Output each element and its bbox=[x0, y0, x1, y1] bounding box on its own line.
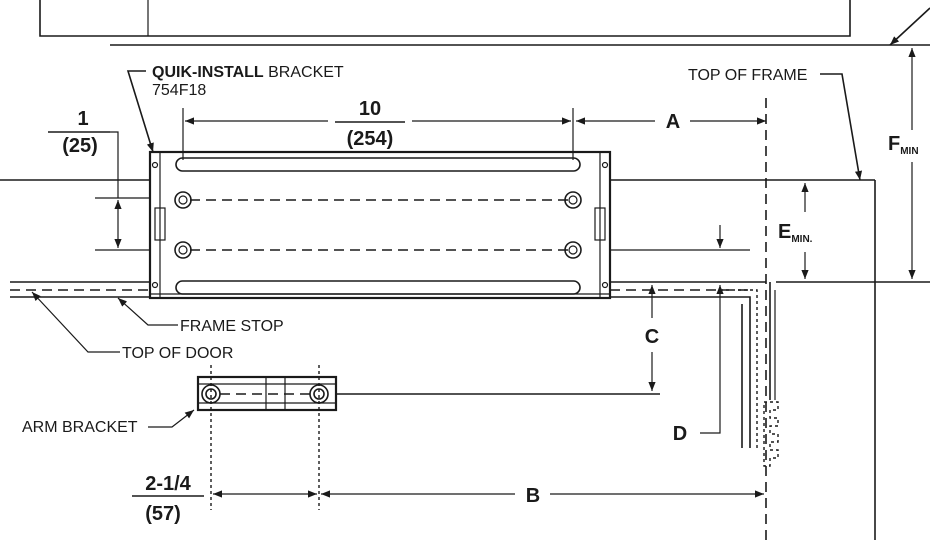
frame-stop-leader bbox=[117, 297, 178, 326]
mounting-hole-inner bbox=[568, 245, 578, 255]
note-box bbox=[39, 0, 851, 37]
bracket-plate bbox=[148, 150, 612, 300]
bracket-rivet bbox=[151, 281, 159, 289]
dim-f-subscript: MIN bbox=[900, 146, 918, 157]
dim-1-mm: (25) bbox=[62, 135, 98, 157]
bracket-label: QUIK-INSTALL BRACKET bbox=[152, 64, 344, 81]
arm-bracket-body bbox=[196, 375, 338, 412]
dim-2-mm: (57) bbox=[145, 503, 181, 525]
dim-10-inch: 10 bbox=[359, 98, 381, 120]
dim-b-label: B bbox=[526, 485, 540, 507]
bracket-slot-bottom bbox=[175, 280, 581, 295]
bracket-rivet bbox=[151, 161, 159, 169]
arm-bracket bbox=[196, 375, 338, 412]
top-of-door-leader bbox=[31, 291, 120, 353]
dim-f-letter: F bbox=[888, 133, 900, 155]
top-of-door-label: TOP OF DOOR bbox=[122, 345, 233, 362]
mounting-hole bbox=[174, 191, 192, 209]
top-right-leader bbox=[889, 7, 930, 46]
mounting-hole bbox=[564, 241, 582, 259]
bracket-rivet bbox=[601, 281, 609, 289]
dim-e-subscript: MIN. bbox=[791, 234, 812, 245]
mounting-hole bbox=[564, 191, 582, 209]
dim-10-mm: (254) bbox=[347, 128, 394, 150]
mounting-hole-inner bbox=[178, 245, 188, 255]
bracket-label-rest: BRACKET bbox=[264, 64, 344, 81]
door-edge-hidden bbox=[720, 289, 758, 448]
dim-d-leader bbox=[700, 285, 724, 434]
mounting-hole-inner bbox=[568, 195, 578, 205]
mounting-hole-inner bbox=[178, 195, 188, 205]
bracket-leader bbox=[126, 70, 154, 153]
quik-install-bracket bbox=[148, 150, 612, 300]
arm-bracket-hole bbox=[201, 384, 221, 404]
dim-d-label: D bbox=[673, 423, 687, 445]
hinge-knuckles bbox=[763, 401, 779, 467]
dim-f-label: FMIN bbox=[888, 133, 919, 157]
bracket-slot-top bbox=[175, 157, 581, 172]
arm-bracket-leader bbox=[148, 409, 195, 428]
dim-c-label: C bbox=[645, 326, 659, 348]
door-edge bbox=[650, 296, 751, 448]
frame-stop-label: FRAME STOP bbox=[180, 318, 284, 335]
bracket-rivet bbox=[601, 161, 609, 169]
dim-1-inch: 1 bbox=[77, 108, 88, 130]
bracket-tab-right bbox=[594, 207, 606, 241]
dim-1-ext bbox=[110, 131, 119, 198]
door-hinge-detail bbox=[650, 282, 779, 467]
dim-a-label: A bbox=[666, 111, 680, 133]
arm-bracket-label: ARM BRACKET bbox=[22, 419, 138, 436]
bracket-part-number: 754F18 bbox=[152, 82, 206, 99]
dim-2-inch: 2-1/4 bbox=[145, 473, 191, 495]
bracket-label-bold: QUIK-INSTALL bbox=[152, 64, 264, 81]
top-of-frame-leader bbox=[820, 73, 863, 181]
dim-e-label: EMIN. bbox=[778, 221, 813, 245]
arm-bracket-hole bbox=[309, 384, 329, 404]
bracket-tab-left bbox=[154, 207, 166, 241]
top-of-frame-label: TOP OF FRAME bbox=[688, 67, 807, 84]
mounting-hole bbox=[174, 241, 192, 259]
dim-e-letter: E bbox=[778, 221, 791, 243]
